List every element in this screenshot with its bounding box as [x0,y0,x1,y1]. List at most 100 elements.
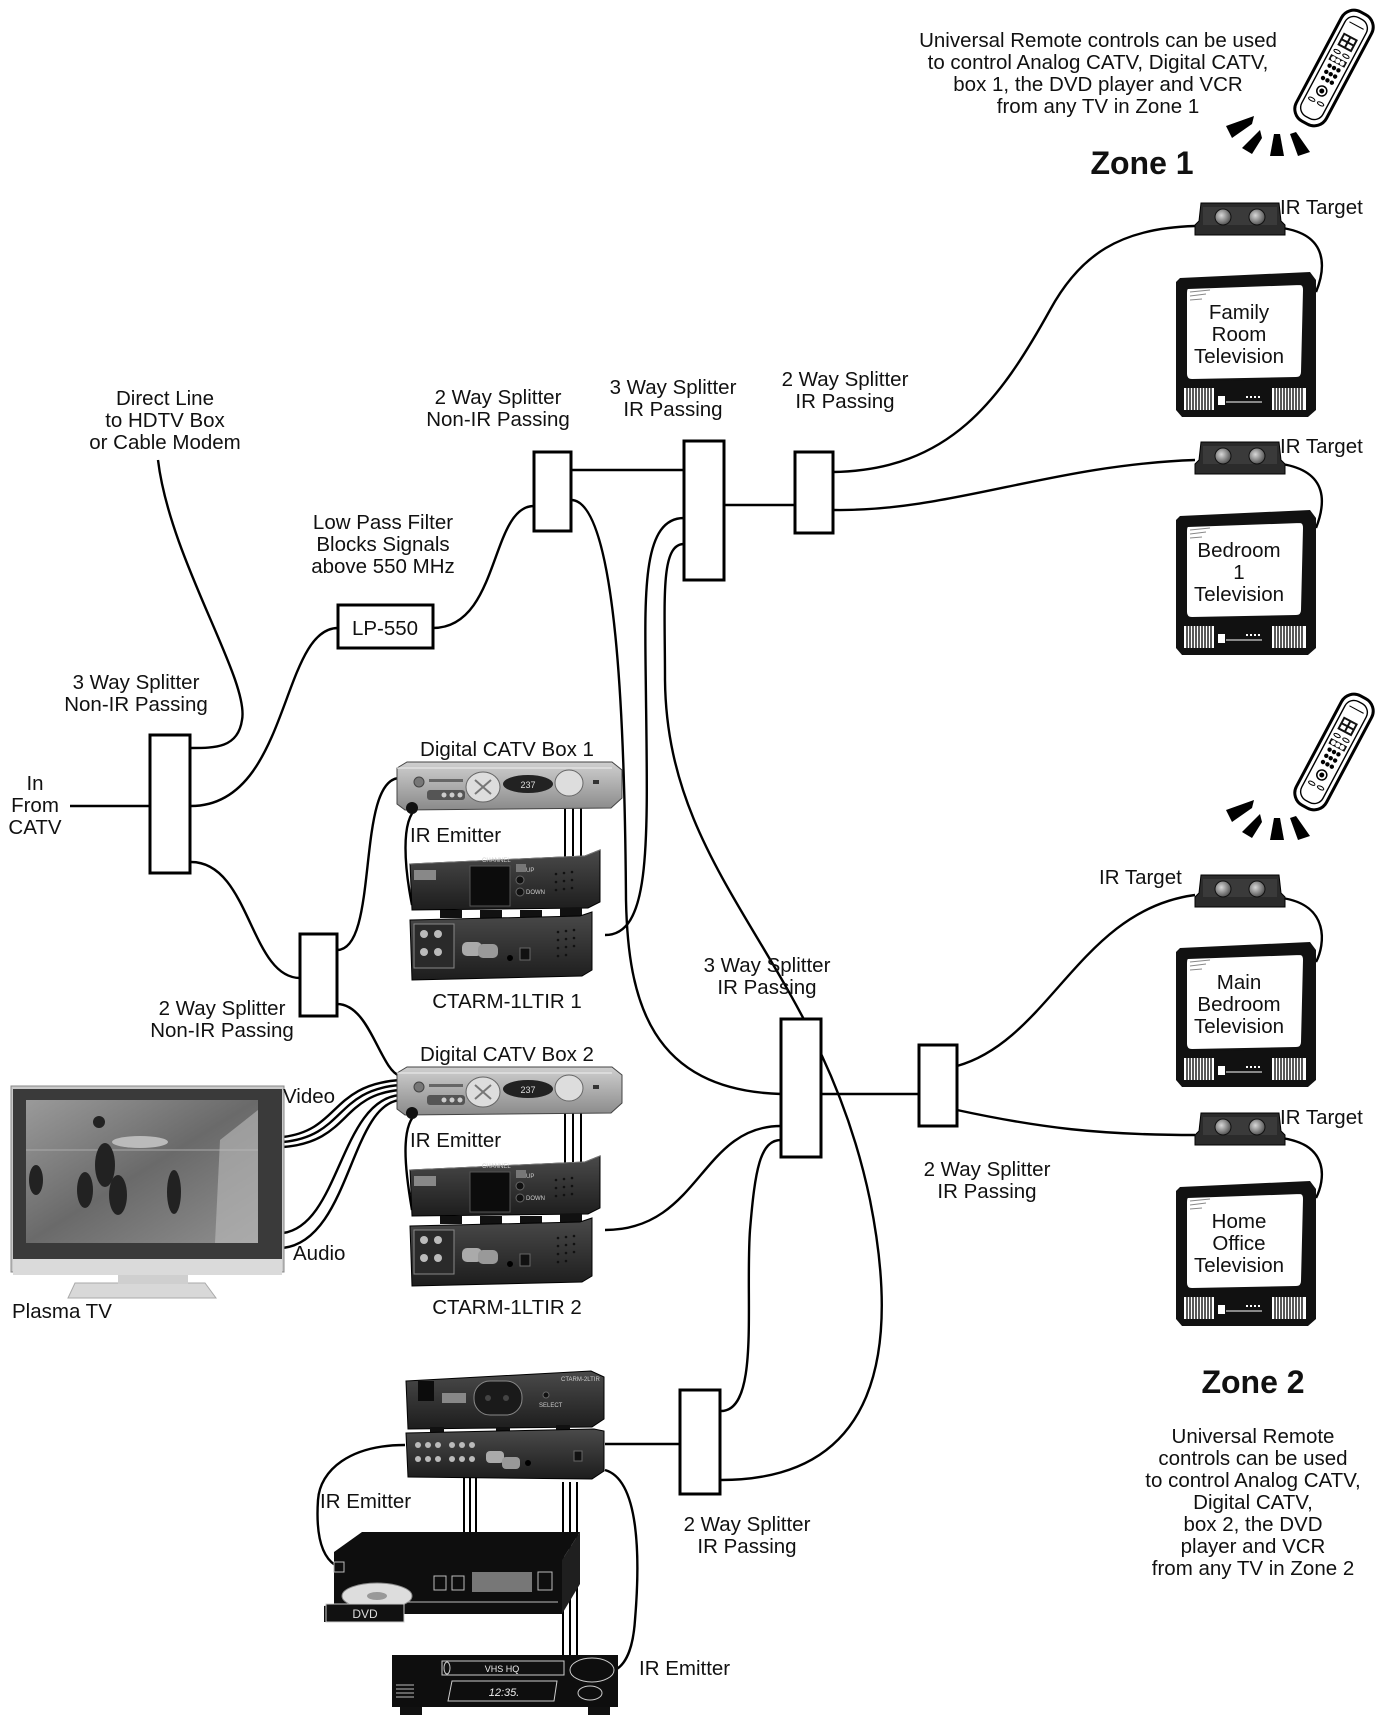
svg-text:Digital CATV,: Digital CATV, [1193,1491,1313,1514]
digital-catv-box-2: 237 [396,1066,623,1120]
wire-2way-to-lower-3way [570,498,782,1096]
svg-text:2 Way Splitter: 2 Way Splitter [782,368,909,391]
svg-text:From: From [11,794,59,817]
svg-text:Low Pass Filter: Low Pass Filter [313,511,453,534]
svg-text:to control Analog CATV, Digita: to control Analog CATV, Digital CATV, [928,51,1269,74]
ir-target-family-room [1194,202,1286,236]
wire-ir-family [1281,226,1324,293]
svg-text:Bedroom: Bedroom [1197,993,1280,1016]
wire-ctarm2-to-3way [604,1124,782,1232]
label-2way-non-ir-top: 2 Way Splitter Non-IR Passing [426,386,570,431]
tv-bedroom-1: Bedroom 1 Television [1175,509,1317,656]
wire-video-3 [282,1088,401,1149]
wire-video-1 [282,1078,401,1139]
label-2way-ir-top: 2 Way Splitter IR Passing [782,368,909,413]
svg-text:IR Passing: IR Passing [697,1535,796,1558]
wire-to-home-office [956,1108,1196,1137]
wire-lp550-to-splitter [432,504,535,630]
ir-target-home-office [1194,1112,1286,1146]
digital-catv-box-1: 237 [396,761,623,815]
svg-text:from any TV in Zone 1: from any TV in Zone 1 [997,95,1199,118]
svg-text:Office: Office [1212,1232,1265,1255]
svg-text:Direct Line: Direct Line [116,387,214,410]
svg-text:VHS HQ: VHS HQ [485,1664,520,1674]
ir-rays-zone2-icon [1226,800,1310,840]
wire-ir-homeoffice [1281,1136,1324,1199]
label-digital-catv-box-1: Digital CATV Box 1 [420,738,594,761]
wire-to-lower-splitter [190,860,301,980]
svg-text:CHANNEL: CHANNEL [482,858,511,864]
svg-text:CHANNEL: CHANNEL [482,1164,511,1170]
svg-text:DOWN: DOWN [526,890,545,896]
wire-ir-mainbedroom [1281,896,1324,963]
svg-text:Television: Television [1194,1015,1284,1038]
label-ir-target-home-office: IR Target [1280,1106,1363,1129]
svg-text:Television: Television [1194,1254,1284,1277]
wire-to-main-bedroom [956,893,1196,1068]
label-digital-catv-box-2: Digital CATV Box 2 [420,1043,594,1066]
label-ir-emitter-dvd: IR Emitter [320,1490,411,1513]
lp550-label: LP-550 [352,617,418,640]
ctarm-2ltir: CTARM-2LTIR SELECT [405,1370,605,1480]
svg-text:Non-IR Passing: Non-IR Passing [426,408,570,431]
svg-text:12:35.: 12:35. [489,1687,520,1699]
splitter-3way-non-ir [148,733,192,875]
svg-text:or Cable Modem: or Cable Modem [89,431,241,454]
svg-text:Non-IR Passing: Non-IR Passing [150,1019,294,1042]
zone2-description: Universal Remote controls can be used to… [1145,1425,1360,1580]
label-3way-ir-top: 3 Way Splitter IR Passing [610,376,737,421]
wire-bottom-2way-to-3way [720,1138,782,1413]
svg-text:player and VCR: player and VCR [1181,1535,1326,1558]
plasma-tv [10,1085,285,1299]
label-direct-line: Direct Line to HDTV Box or Cable Modem [89,387,241,454]
label-ir-emitter-1: IR Emitter [410,824,501,847]
label-ctarm-2: CTARM-1LTIR 2 [432,1296,582,1319]
splitter-3way-ir-lower [779,1017,823,1159]
svg-text:2 Way Splitter: 2 Way Splitter [684,1513,811,1536]
tv-home-office: Home Office Television [1175,1180,1317,1327]
wire-ir-bedroom1 [1281,462,1324,529]
label-in-from-catv: In From CATV [8,772,61,839]
label-plasma-tv: Plasma TV [12,1300,112,1323]
svg-text:SELECT: SELECT [539,1403,563,1409]
svg-text:2 Way Splitter: 2 Way Splitter [435,386,562,409]
dvd-player: DVD [324,1532,580,1623]
svg-text:box 2, the DVD: box 2, the DVD [1183,1513,1322,1536]
label-2way-non-ir-lower: 2 Way Splitter Non-IR Passing [150,997,294,1042]
wire-to-family-room [832,224,1196,474]
wire-3way-to-ctarm1 [604,516,685,937]
label-ir-emitter-vcr: IR Emitter [639,1657,730,1680]
splitter-2way-ir-bottom [678,1388,722,1496]
label-2way-ir-bottom: 2 Way Splitter IR Passing [684,1513,811,1558]
label-3way-ir-lower: 3 Way Splitter IR Passing [704,954,831,999]
svg-text:2 Way Splitter: 2 Way Splitter [924,1158,1051,1181]
svg-text:2 Way Splitter: 2 Way Splitter [159,997,286,1020]
svg-text:Television: Television [1194,583,1284,606]
lp550-filter [336,603,435,650]
ctarm-1ltir-1: CHANNEL UP DOWN [409,849,601,981]
wire-to-catv-box-2 [336,1002,401,1078]
label-video: Video [283,1085,335,1108]
svg-text:Home: Home [1212,1210,1267,1233]
svg-text:CATV: CATV [8,816,61,839]
label-ir-target-main-bedroom: IR Target [1099,866,1182,889]
wire-ir-emitter-dvd [316,1443,406,1566]
svg-text:IR Passing: IR Passing [937,1180,1036,1203]
svg-text:DVD: DVD [352,1607,378,1621]
svg-text:Bedroom: Bedroom [1197,539,1280,562]
ir-rays-zone1-icon [1226,116,1310,156]
splitter-3way-ir-top [682,439,726,582]
vcr: VHS HQ 12:35. [392,1655,618,1715]
svg-text:UP: UP [526,1174,534,1180]
wire-direct-line [156,459,244,750]
label-audio: Audio [293,1242,345,1265]
svg-text:Main: Main [1217,971,1261,994]
label-2way-ir-lower: 2 Way Splitter IR Passing [924,1158,1051,1203]
svg-text:from any TV in Zone 2: from any TV in Zone 2 [1152,1557,1354,1580]
wire-audio-2 [282,1098,401,1250]
wire-ir-emitter-vcr [604,1468,639,1672]
svg-text:Non-IR Passing: Non-IR Passing [64,693,208,716]
label-ctarm-1: CTARM-1LTIR 1 [432,990,582,1013]
zone1-title: Zone 1 [1090,145,1193,181]
